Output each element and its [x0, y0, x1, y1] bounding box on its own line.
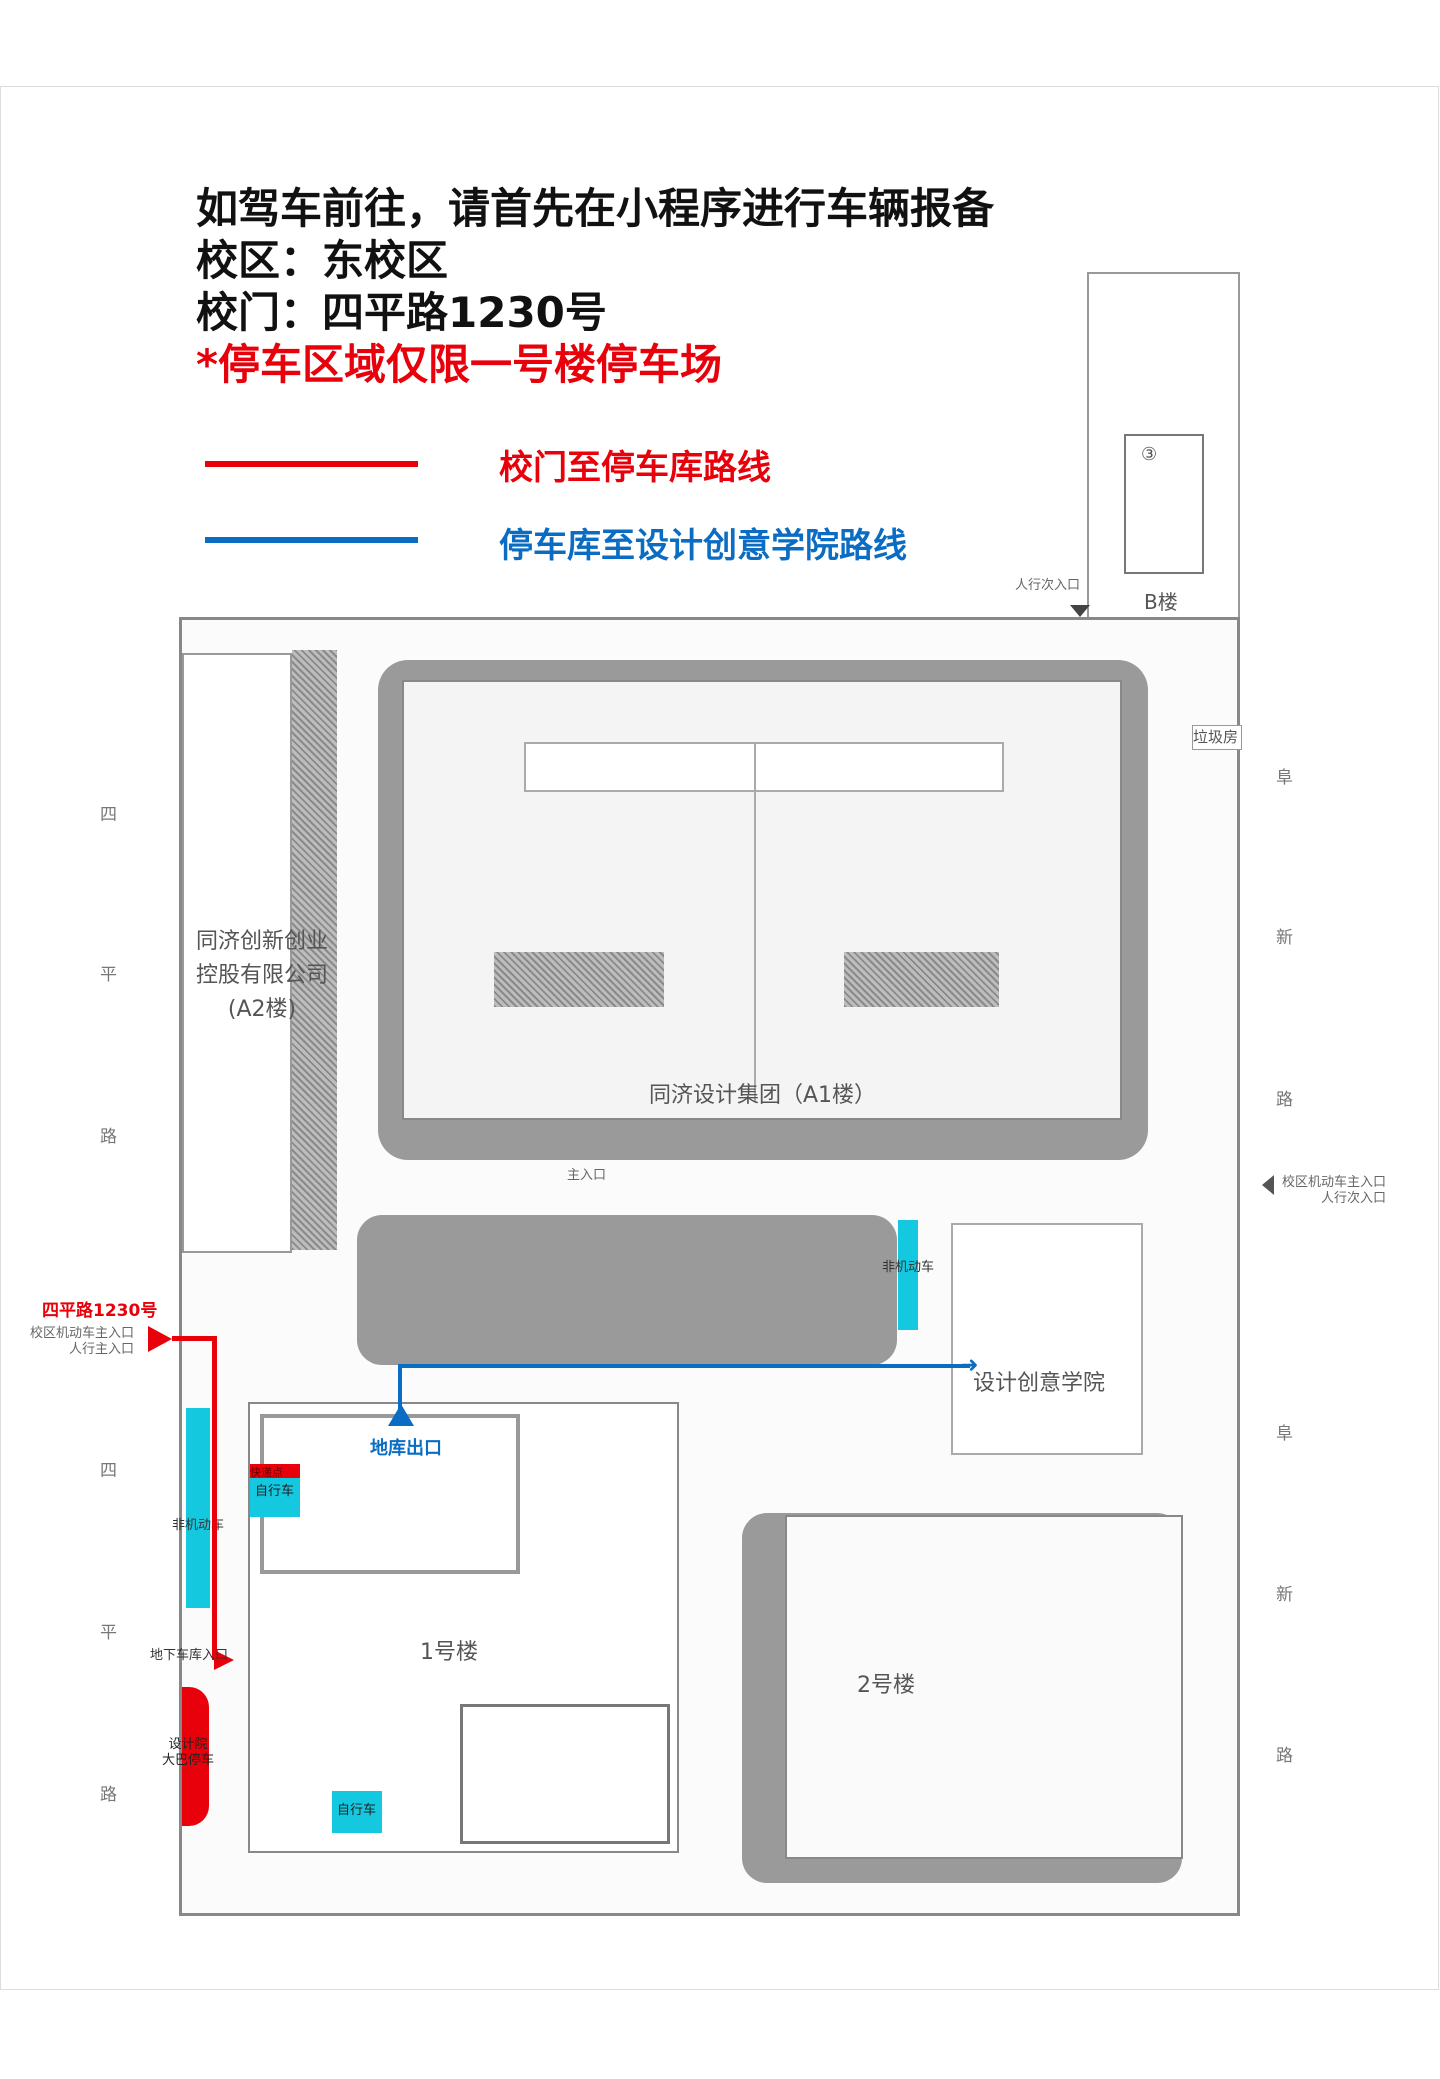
campus-map: 同济创新创业 控股有限公司 (A2楼) 同济设计集团（A1楼） 主入口 垃圾房 …: [162, 617, 1242, 1916]
building-1-label: 1号楼: [420, 1640, 478, 1665]
garage-entrance-label: 地下车库入口: [150, 1648, 229, 1663]
a1-roof: [524, 742, 1004, 792]
blue-route-vertical: [398, 1364, 402, 1414]
blue-route-horizontal: [398, 1364, 970, 1368]
road-right-1: 阜: [1276, 768, 1293, 788]
east-entrance-line-2: 人行次入口: [1321, 1191, 1387, 1206]
nonmotor-left-label: 非机动车: [172, 1518, 225, 1533]
building-b-circle-label: ③: [1141, 444, 1158, 465]
middle-green-strip: [357, 1215, 897, 1365]
bus-parking-label: 设计院大巴停车: [162, 1737, 214, 1769]
building-a1-label: 同济设计集团（A1楼）: [649, 1083, 877, 1108]
a2-hatch: [292, 650, 337, 1250]
east-entrance-label: 校区机动车主入口人行次入口: [1282, 1175, 1386, 1207]
east-entrance-arrow-icon: [1262, 1175, 1274, 1195]
road-left-5: 平: [100, 1623, 117, 1643]
building-a2: [182, 653, 292, 1253]
bus-label-1: 设计院: [168, 1737, 208, 1752]
legend-blue-line: [205, 537, 418, 543]
west-entrance-label: 校区机动车主入口人行主入口: [30, 1326, 134, 1358]
express-point: 快递点: [250, 1464, 300, 1479]
legend-red-label: 校门至停车库路线: [499, 448, 771, 488]
a1-hatch-2: [844, 952, 999, 1007]
main-entrance-label: 主入口: [567, 1168, 607, 1183]
east-entrance-line-1: 校区机动车主入口: [1282, 1175, 1387, 1190]
blue-route-arrow-icon: ➜: [960, 1353, 979, 1378]
a2-label-2: 控股有限公司: [196, 963, 329, 988]
road-left-6: 路: [100, 1785, 117, 1805]
building-b-outline: [1124, 434, 1204, 574]
north-entrance-arrow-icon: [1070, 605, 1090, 617]
building-2[interactable]: 2号楼: [785, 1515, 1183, 1859]
road-left-4: 四: [100, 1461, 117, 1481]
road-right-3: 路: [1276, 1090, 1293, 1110]
header-campus: 校区：东校区: [196, 236, 449, 285]
building-a2-label: 同济创新创业 控股有限公司 (A2楼): [196, 925, 328, 1027]
page-frame: [0, 86, 1439, 1990]
a2-label-3: (A2楼): [227, 997, 297, 1022]
nonmotor-mid-label: 非机动车: [882, 1260, 935, 1275]
north-ped-entrance-label: 人行次入口: [1015, 578, 1081, 593]
west-entrance-line-2: 人行主入口: [69, 1342, 135, 1357]
legend-red-line: [205, 461, 418, 467]
header-gate: 校门：四平路1230号: [196, 288, 607, 337]
bike-1-label: 自行车: [255, 1484, 295, 1499]
road-right-2: 新: [1276, 928, 1293, 948]
bus-parking: [182, 1687, 209, 1826]
nonmotor-parking-left: [186, 1408, 210, 1608]
west-entrance-line-1: 校区机动车主入口: [30, 1326, 135, 1341]
building-1-block-2: [460, 1704, 670, 1844]
garbage-room-label: 垃圾房: [1193, 728, 1239, 746]
a1-divider: [754, 742, 756, 1102]
bike-parking-2: 自行车: [332, 1791, 382, 1833]
header-line-1: 如驾车前往，请首先在小程序进行车辆报备: [196, 184, 995, 233]
road-right-6: 路: [1276, 1746, 1293, 1766]
building-b: B楼 ③: [1087, 272, 1240, 650]
building-b-label: B楼: [1144, 590, 1178, 614]
red-route-vertical: [212, 1336, 217, 1660]
road-left-3: 路: [100, 1127, 117, 1147]
bike-2-label: 自行车: [337, 1803, 377, 1818]
road-right-4: 阜: [1276, 1424, 1293, 1444]
a2-label-1: 同济创新创业: [196, 929, 329, 954]
building-a1: 同济设计集团（A1楼）: [402, 680, 1122, 1120]
gate-address-label: 四平路1230号: [42, 1301, 158, 1321]
header-parking-note: *停车区域仅限一号楼停车场: [196, 340, 722, 389]
legend-blue-label: 停车库至设计创意学院路线: [499, 526, 907, 566]
gate-arrow-icon: [148, 1326, 172, 1352]
garage-exit-label: 地库出口: [370, 1438, 442, 1459]
garbage-room: 垃圾房: [1192, 725, 1242, 750]
building-2-label: 2号楼: [857, 1673, 915, 1698]
building-1[interactable]: 1号楼: [248, 1402, 679, 1853]
nonmotor-parking-mid: [898, 1220, 918, 1330]
design-college-label: 设计创意学院: [973, 1371, 1106, 1396]
red-route-arrow-icon: [214, 1650, 234, 1670]
road-right-5: 新: [1276, 1585, 1293, 1605]
building-design-college[interactable]: 设计创意学院: [951, 1223, 1143, 1455]
road-left-2: 平: [100, 965, 117, 985]
garage-exit-triangle-icon: [388, 1404, 414, 1426]
a1-hatch-1: [494, 952, 664, 1007]
road-left-1: 四: [100, 805, 117, 825]
bus-label-2: 大巴停车: [162, 1753, 215, 1768]
red-route-horizontal: [172, 1336, 217, 1341]
